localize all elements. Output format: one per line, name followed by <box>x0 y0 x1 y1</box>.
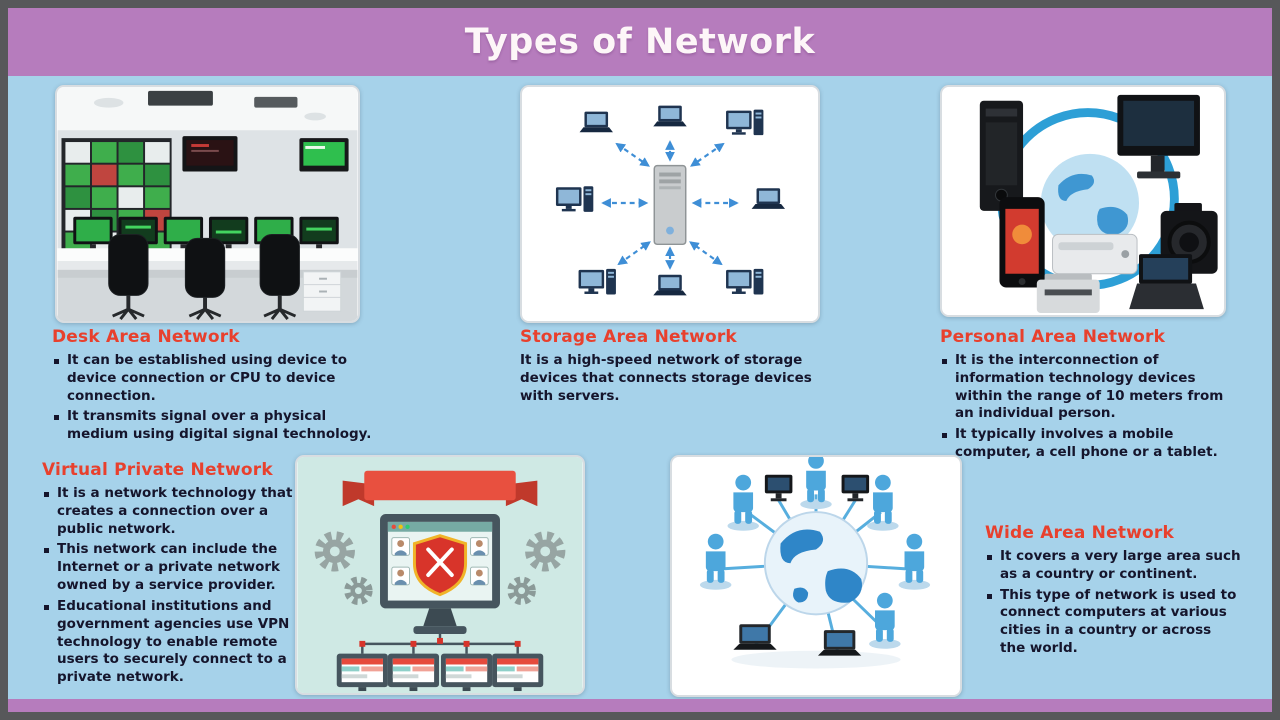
bullet-square-icon <box>44 492 49 497</box>
poster-page: Types of Network <box>8 8 1272 712</box>
bullet-text: It can be established using device to de… <box>67 352 348 404</box>
bullet-square-icon <box>987 555 992 560</box>
desk-area-network-section: Desk Area Network It can be established … <box>52 327 384 444</box>
bullet-item: It typically involves a mobile computer,… <box>940 426 1236 462</box>
bullet-square-icon <box>54 359 59 364</box>
control-room-illustration <box>57 87 358 321</box>
bullet-square-icon <box>44 604 49 610</box>
server-network-diagram <box>522 87 818 321</box>
vpn-illustration-card <box>295 455 585 695</box>
desk-area-bullets: It can be established using device to de… <box>52 352 384 444</box>
bullet-text: Educational institutions and government … <box>57 597 290 686</box>
bullet-text: This type of network is used to connect … <box>1000 586 1237 657</box>
bullet-item: It covers a very large area such as a co… <box>985 548 1241 584</box>
wide-area-bullets: It covers a very large area such as a co… <box>985 548 1241 658</box>
poster-title: Types of Network <box>464 22 816 62</box>
bullet-item: Educational institutions and government … <box>42 598 294 687</box>
storage-area-network-section: Storage Area Network It is a high-speed … <box>520 327 836 405</box>
bullet-square-icon <box>54 415 59 421</box>
bullet-item: This type of network is used to connect … <box>985 587 1241 658</box>
bullet-text: It typically involves a mobile computer,… <box>955 426 1218 461</box>
desk-area-network-image-card <box>55 85 360 323</box>
personal-devices-illustration <box>942 87 1224 315</box>
bullet-text: It is a network technology that creates … <box>57 485 293 537</box>
section-heading-wide-area: Wide Area Network <box>985 523 1175 543</box>
footer-band <box>8 699 1272 712</box>
wide-area-network-section: Wide Area Network It covers a very large… <box>985 523 1241 658</box>
bullet-square-icon <box>942 433 947 439</box>
wan-illustration-card <box>670 455 962 697</box>
bullet-item: It transmits signal over a physical medi… <box>52 408 384 444</box>
section-heading-desk-area: Desk Area Network <box>52 327 240 347</box>
bullet-square-icon <box>987 593 992 599</box>
bullet-item: It is a network technology that creates … <box>42 485 294 538</box>
storage-area-description: It is a high-speed network of storage de… <box>520 352 812 404</box>
globe-network-illustration <box>672 457 960 695</box>
section-heading-virtual-private: Virtual Private Network <box>42 460 273 480</box>
bullet-item: It is the interconnection of information… <box>940 352 1236 423</box>
personal-area-network-image-card <box>940 85 1226 317</box>
virtual-private-bullets: It is a network technology that creates … <box>42 485 294 687</box>
section-heading-personal-area: Personal Area Network <box>940 327 1166 347</box>
bullet-text: It is the interconnection of information… <box>955 352 1224 422</box>
bullet-item: It can be established using device to de… <box>52 352 384 405</box>
virtual-private-network-section: Virtual Private Network It is a network … <box>42 460 294 687</box>
header-band: Types of Network <box>8 8 1272 76</box>
storage-area-network-diagram-card <box>520 85 820 323</box>
section-heading-storage-area: Storage Area Network <box>520 327 737 347</box>
bullet-item: This network can include the Internet or… <box>42 541 294 594</box>
bullet-text: It transmits signal over a physical medi… <box>67 408 372 443</box>
bullet-square-icon <box>44 548 49 554</box>
bullet-text: It covers a very large area such as a co… <box>1000 548 1241 582</box>
personal-area-network-section: Personal Area Network It is the intercon… <box>940 327 1236 462</box>
personal-area-bullets: It is the interconnection of information… <box>940 352 1236 462</box>
bullet-text: This network can include the Internet or… <box>57 541 281 594</box>
vpn-shield-monitor-illustration <box>297 457 583 693</box>
bullet-square-icon <box>942 359 947 364</box>
